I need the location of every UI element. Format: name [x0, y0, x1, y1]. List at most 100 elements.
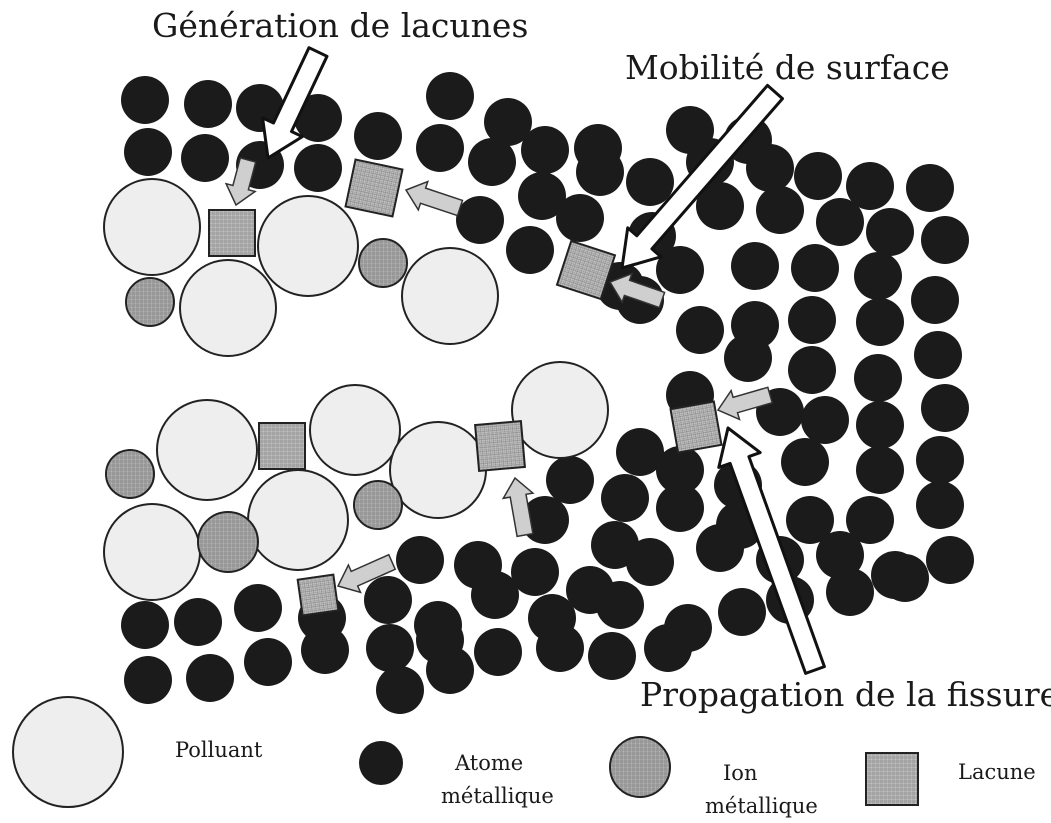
- metal-atom: [676, 306, 724, 354]
- metal-atom: [791, 244, 839, 292]
- metal-atom: [731, 242, 779, 290]
- vacancy: [298, 575, 339, 616]
- metal-atom: [596, 581, 644, 629]
- legend-pollutant-symbol: [13, 697, 123, 807]
- pollutant: [512, 362, 608, 458]
- metal-atom: [181, 134, 229, 182]
- metal-ion: [354, 481, 402, 529]
- legend-ion-symbol: [610, 737, 670, 797]
- metal-atom: [914, 331, 962, 379]
- metal-atom: [426, 646, 474, 694]
- legend: Polluant Atome métallique Ion métallique…: [13, 697, 1036, 818]
- metal-atom: [856, 401, 904, 449]
- metal-atom: [696, 524, 744, 572]
- metal-atom: [921, 384, 969, 432]
- pollutant: [390, 422, 486, 518]
- metal-ion: [126, 278, 174, 326]
- metal-atom: [794, 152, 842, 200]
- metal-atom: [781, 438, 829, 486]
- metal-atom: [718, 588, 766, 636]
- metal-atom: [396, 536, 444, 584]
- legend-pollutant-label: Polluant: [175, 738, 263, 762]
- metal-atom: [426, 72, 474, 120]
- metal-atom: [456, 196, 504, 244]
- metal-atom: [656, 246, 704, 294]
- metal-atom: [816, 198, 864, 246]
- metal-atom: [468, 138, 516, 186]
- metal-atom: [471, 571, 519, 619]
- metal-atom: [756, 186, 804, 234]
- vacancy: [346, 160, 403, 217]
- metal-atom: [511, 548, 559, 596]
- metal-atom: [121, 601, 169, 649]
- metal-atom: [856, 298, 904, 346]
- metal-atom: [364, 576, 412, 624]
- metal-atom: [788, 296, 836, 344]
- metal-atom: [921, 216, 969, 264]
- metal-atom: [576, 148, 624, 196]
- metal-atom: [521, 126, 569, 174]
- metal-atom: [186, 654, 234, 702]
- metal-atom: [588, 632, 636, 680]
- metal-atom: [626, 158, 674, 206]
- metal-atom: [911, 276, 959, 324]
- vacancy: [475, 421, 525, 471]
- metal-atom: [916, 481, 964, 529]
- metal-atom: [184, 80, 232, 128]
- pollutant: [258, 196, 358, 296]
- migration-arrow: [226, 158, 256, 205]
- migration-arrow: [406, 182, 463, 216]
- metal-atom: [301, 626, 349, 674]
- metal-atom: [656, 484, 704, 532]
- metal-atom: [746, 144, 794, 192]
- metal-atom: [826, 568, 874, 616]
- legend-vacancy-symbol: [866, 753, 918, 805]
- metal-atom: [174, 598, 222, 646]
- pollutant: [248, 470, 348, 570]
- pollutant: [310, 385, 400, 475]
- metal-atom: [556, 194, 604, 242]
- legend-atom-symbol: [359, 741, 403, 785]
- label-crack-propagation: Propagation de la fissure: [640, 675, 1051, 714]
- metal-atom: [366, 624, 414, 672]
- metal-atom: [866, 208, 914, 256]
- migration-arrow: [503, 478, 533, 536]
- metal-atom: [124, 128, 172, 176]
- metal-atom: [881, 554, 929, 602]
- label-vacancy-generation: Génération de lacunes: [152, 6, 528, 45]
- metal-ion: [106, 450, 154, 498]
- vacancy: [671, 402, 722, 453]
- metal-atom: [124, 656, 172, 704]
- metal-atom: [416, 124, 464, 172]
- legend-ion-label-line1: Ion: [723, 761, 757, 785]
- pollutant: [157, 400, 257, 500]
- metal-atom: [626, 538, 674, 586]
- legend-ion-label-line2: métallique: [705, 794, 818, 818]
- metal-atom: [234, 584, 282, 632]
- metal-atom: [244, 638, 292, 686]
- vacancy: [259, 423, 305, 469]
- legend-atom-label-line2: métallique: [441, 784, 554, 808]
- metal-atom: [601, 474, 649, 522]
- label-surface-mobility: Mobilité de surface: [625, 48, 950, 87]
- metal-atom: [644, 624, 692, 672]
- pollutant: [104, 179, 200, 275]
- metal-atom: [354, 112, 402, 160]
- metal-atom: [801, 396, 849, 444]
- metal-atom: [376, 666, 424, 714]
- pollutant: [104, 504, 200, 600]
- metal-atom: [474, 628, 522, 676]
- vacancy: [209, 210, 255, 256]
- metal-atom: [854, 252, 902, 300]
- metal-ion: [198, 512, 258, 572]
- metal-atom: [916, 436, 964, 484]
- metal-atom: [294, 144, 342, 192]
- metal-ion: [359, 239, 407, 287]
- metal-atom: [546, 456, 594, 504]
- metal-atom: [724, 334, 772, 382]
- pollutant: [180, 260, 276, 356]
- metal-atom: [906, 164, 954, 212]
- metal-atom: [788, 346, 836, 394]
